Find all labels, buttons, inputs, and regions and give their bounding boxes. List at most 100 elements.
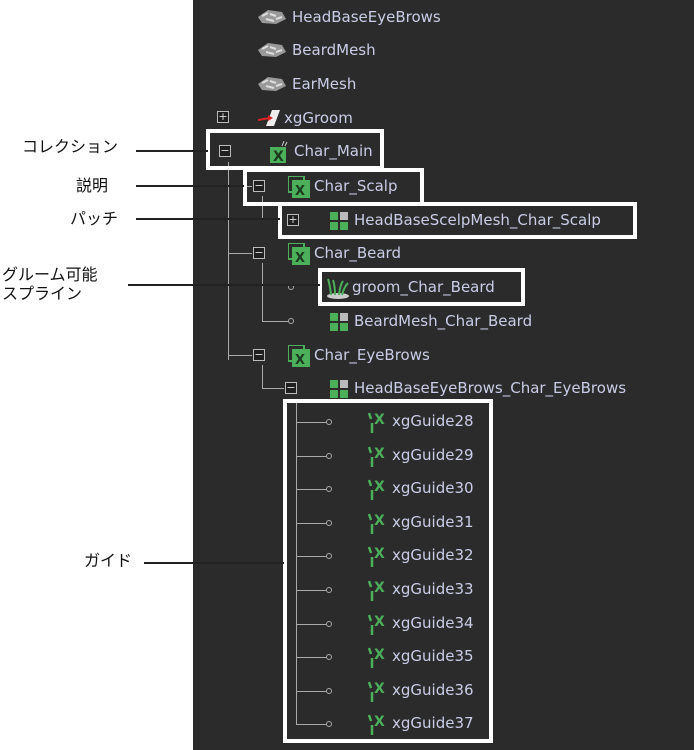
- svg-text:X: X: [374, 580, 385, 596]
- tree-line: [296, 623, 326, 625]
- callout-patch: パッチ: [70, 209, 119, 228]
- svg-text:X: X: [374, 614, 385, 630]
- polygon-mesh-icon: [256, 40, 288, 60]
- description-icon: X: [287, 175, 310, 199]
- tree-item-mesh[interactable]: HeadBaseEyeBrows: [256, 2, 441, 32]
- leaf-dot: [326, 687, 332, 694]
- guide-icon: X: [366, 646, 388, 669]
- callout-line: [136, 218, 280, 220]
- callout-line: [144, 562, 284, 564]
- tree-item-description[interactable]: X Char_EyeBrows: [287, 340, 430, 370]
- tree-item-label: xgGuide37: [392, 714, 474, 733]
- tree-item-label: Char_EyeBrows: [314, 346, 430, 364]
- tree-line: [296, 590, 326, 591]
- tree-line: [262, 321, 288, 322]
- tree-item-label: groom_Char_Beard: [352, 278, 495, 296]
- leaf-dot: [326, 553, 332, 560]
- tree-line: [296, 690, 326, 692]
- tree-line: [296, 422, 326, 423]
- tree-line: [228, 162, 229, 360]
- tree-line: [296, 724, 326, 726]
- tree-item-mesh[interactable]: EarMesh: [256, 69, 356, 99]
- svg-text:X: X: [295, 184, 305, 198]
- callout-groomable-line1: グルーム可能: [2, 265, 98, 284]
- tree-item-patch[interactable]: BeardMesh_Char_Beard: [328, 306, 532, 336]
- collection-icon: X: [268, 140, 290, 165]
- collapse-button[interactable]: −: [253, 246, 265, 259]
- guide-icon: X: [366, 445, 388, 467]
- guide-icon: X: [366, 545, 388, 568]
- tree-item-patch[interactable]: HeadBaseScelpMesh_Char_Scalp: [328, 205, 601, 235]
- guide-icon: X: [366, 579, 388, 601]
- tree-item-label: Char_Scalp: [314, 177, 398, 195]
- callout-description: 説明: [76, 176, 109, 195]
- leaf-dot: [288, 318, 294, 324]
- patch-icon: [328, 210, 350, 230]
- expand-button[interactable]: +: [217, 110, 229, 123]
- tree-item-label: BeardMesh_Char_Beard: [354, 312, 533, 330]
- tree-line: [262, 388, 284, 389]
- tree-item-patch[interactable]: HeadBaseEyeBrows_Char_EyeBrows: [328, 373, 626, 403]
- tree-item-label: xgGuide32: [392, 546, 474, 565]
- tree-item-label: xgGroom: [284, 109, 353, 127]
- callout-collection: コレクション: [22, 137, 119, 156]
- svg-text:X: X: [374, 446, 385, 462]
- outliner-panel: [193, 0, 694, 750]
- tree-item-label: HeadBaseEyeBrows: [292, 8, 441, 26]
- collapse-button[interactable]: −: [253, 179, 265, 192]
- polygon-mesh-icon: [256, 74, 288, 94]
- tree-item-description[interactable]: X Char_Beard: [287, 238, 401, 268]
- leaf-dot: [326, 587, 332, 593]
- leaf-dot: [326, 486, 332, 493]
- tree-line: [296, 455, 326, 457]
- tree-item-label: HeadBaseEyeBrows_Char_EyeBrows: [354, 379, 627, 397]
- leaf-dot: [326, 620, 332, 627]
- tree-line: [228, 253, 252, 254]
- tree-item-description[interactable]: X Char_Scalp: [287, 171, 398, 201]
- patch-icon: [328, 311, 350, 331]
- collapse-button[interactable]: −: [253, 348, 265, 361]
- callout-line: [136, 185, 244, 187]
- svg-text:X: X: [374, 647, 385, 663]
- patch-icon: [328, 378, 350, 398]
- tree-item-label: xgGuide29: [392, 445, 474, 464]
- tree-item-groomable-splines[interactable]: groom_Char_Beard: [326, 272, 495, 302]
- svg-text:X: X: [374, 412, 385, 428]
- tree-item-mesh[interactable]: BeardMesh: [256, 35, 376, 65]
- svg-text:X: X: [374, 513, 385, 529]
- tree-item-label: Char_Main: [294, 142, 373, 160]
- callout-line: [136, 150, 208, 152]
- tree-line: [228, 355, 252, 356]
- tree-item-label: xgGuide28: [392, 412, 474, 430]
- tree-item-label: Char_Beard: [314, 244, 401, 262]
- description-icon: X: [287, 242, 310, 266]
- tree-item-label: xgGuide35: [392, 647, 474, 666]
- xggroom-icon: [257, 108, 280, 128]
- highlight-groomable-splines: [318, 268, 525, 306]
- tree-item-collection[interactable]: X Char_Main: [268, 136, 373, 166]
- leaf-dot: [326, 419, 332, 425]
- collapse-button[interactable]: −: [219, 144, 231, 157]
- expand-button[interactable]: +: [287, 213, 299, 226]
- tree-item-label: xgGuide36: [392, 680, 474, 699]
- collapse-button[interactable]: −: [285, 381, 297, 394]
- leaf-dot: [326, 519, 332, 526]
- tree-item-label: EarMesh: [292, 75, 357, 93]
- svg-text:X: X: [374, 479, 385, 495]
- tree-item-label: xgGuide33: [392, 580, 474, 598]
- tree-item-xggroom[interactable]: xgGroom: [257, 103, 353, 133]
- guide-icon: X: [366, 411, 388, 433]
- callout-line: [128, 284, 320, 286]
- tree-line: [262, 263, 263, 321]
- guide-icon: X: [366, 512, 388, 534]
